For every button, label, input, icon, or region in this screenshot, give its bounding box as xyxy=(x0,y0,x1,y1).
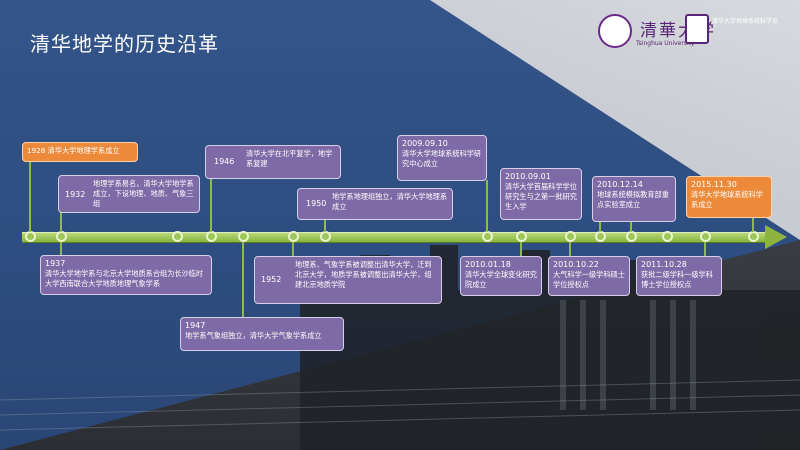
timeline-node xyxy=(172,231,183,242)
event-text: 清华大学在北平复学，地学系复建 xyxy=(246,149,333,168)
connector xyxy=(569,242,571,256)
event-box-2010d[interactable]: 2010.12.14 地球系统模拟教育部重点实验室成立 xyxy=(592,176,676,222)
event-text: 清华大学全球变化研究院成立 xyxy=(465,270,537,289)
event-box-2010a[interactable]: 2010.01.18 清华大学全球变化研究院成立 xyxy=(460,256,542,296)
event-text: 获批二级学科一级学科博士学位授权点 xyxy=(641,270,713,289)
event-box-2015[interactable]: 2015.11.30 清华大学地球系统科学系成立 xyxy=(686,176,772,218)
timeline-arrow-icon xyxy=(765,225,787,249)
timeline-node xyxy=(595,231,606,242)
event-year: 2010.12.14 xyxy=(597,180,643,189)
connector xyxy=(704,242,706,256)
event-text: 大气科学一级学科硕士学位授权点 xyxy=(553,270,625,289)
event-year: 2010.01.18 xyxy=(465,260,511,269)
event-text: 地学系地理组独立，清华大学地理系成立 xyxy=(332,192,448,211)
connector xyxy=(29,160,31,232)
timeline-node xyxy=(626,231,637,242)
connector xyxy=(599,220,601,232)
event-box-2011[interactable]: 2011.10.28 获批二级学科一级学科博士学位授权点 xyxy=(636,256,722,296)
event-text: 1928 清华大学地理学系成立 xyxy=(27,146,120,155)
connector xyxy=(486,180,488,232)
event-box-2010c[interactable]: 2010.10.22 大气科学一级学科硕士学位授权点 xyxy=(548,256,630,296)
connector xyxy=(60,242,62,256)
department-logo-icon xyxy=(685,14,709,44)
timeline-node xyxy=(206,231,217,242)
event-text: 地理系、气象学系被调整出清华大学，迁到北京大学，地质学系被调整出清华大学，组建北… xyxy=(295,260,432,289)
event-box-1947[interactable]: 1947 地学系气象组独立，清华大学气象学系成立 xyxy=(180,317,344,351)
event-year: 2010.09.01 xyxy=(505,172,551,181)
timeline-node xyxy=(748,231,759,242)
page-title: 清华地学的历史沿革 xyxy=(30,32,219,56)
event-box-2010b[interactable]: 2010.09.01 清华大学首届科学学位研究生与之第一批研究生入学 xyxy=(500,168,582,220)
event-box-2009[interactable]: 2009.09.10 清华大学地球系统科学研究中心成立 xyxy=(397,135,487,181)
connector xyxy=(752,218,754,232)
event-box-1946[interactable]: 1946 清华大学在北平复学，地学系复建 xyxy=(205,145,341,179)
timeline-node xyxy=(238,231,249,242)
event-text: 清华大学首届科学学位研究生与之第一批研究生入学 xyxy=(505,182,577,211)
timeline-node xyxy=(320,231,331,242)
timeline-node xyxy=(700,231,711,242)
department-logo-text: 清华大学地球系统科学系 xyxy=(712,18,779,25)
timeline-node xyxy=(516,231,527,242)
event-year: 2010.10.22 xyxy=(553,260,599,269)
timeline-node xyxy=(482,231,493,242)
event-year: 2015.11.30 xyxy=(691,180,737,189)
connector xyxy=(630,222,632,232)
event-text: 清华大学地球系统科学研究中心成立 xyxy=(402,149,482,168)
timeline-node xyxy=(565,231,576,242)
event-year: 1950 xyxy=(306,199,327,208)
event-year: 2011.10.28 xyxy=(641,260,687,269)
timeline-node xyxy=(288,231,299,242)
event-year: 2009.09.10 xyxy=(402,139,448,148)
timeline-node xyxy=(25,231,36,242)
event-year: 1932 xyxy=(65,190,86,199)
timeline-bar xyxy=(22,232,770,243)
event-box-1950[interactable]: 1950 地学系地理组独立，清华大学地理系成立 xyxy=(297,188,453,220)
event-text: 清华大学地球系统科学系成立 xyxy=(691,190,763,209)
timeline-node xyxy=(56,231,67,242)
connector xyxy=(210,178,212,232)
connector xyxy=(324,220,326,232)
connector xyxy=(292,242,294,258)
event-year: 1937 xyxy=(45,259,66,268)
event-text: 地球系统模拟教育部重点实验室成立 xyxy=(597,190,669,209)
event-box-1932a[interactable]: 1932 地理学系易名，清华大学地学系成立，下设地理、地质、气象三组 xyxy=(58,175,200,213)
event-year: 1947 xyxy=(185,321,206,330)
university-seal-icon xyxy=(598,14,632,48)
event-text: 地学系气象组独立，清华大学气象学系成立 xyxy=(185,331,322,340)
event-text: 清华大学地学系与北京大学地质系合组为长沙临时大学西南联合大学地质地理气象学系 xyxy=(45,269,204,288)
event-year: 1946 xyxy=(214,157,235,166)
connector xyxy=(60,212,62,232)
timeline-node xyxy=(662,231,673,242)
event-box-1952[interactable]: 1952 地理系、气象学系被调整出清华大学，迁到北京大学，地质学系被调整出清华大… xyxy=(254,256,442,304)
connector xyxy=(520,242,522,258)
connector xyxy=(242,242,244,318)
event-box-1928[interactable]: 1928 清华大学地理学系成立 xyxy=(22,142,138,162)
event-year: 1952 xyxy=(261,275,282,284)
university-logo-english: Tsinghua University xyxy=(636,40,695,47)
event-box-1937[interactable]: 1937 清华大学地学系与北京大学地质系合组为长沙临时大学西南联合大学地质地理气… xyxy=(40,255,212,295)
event-text: 地理学系易名，清华大学地学系成立，下设地理、地质、气象三组 xyxy=(93,179,194,208)
